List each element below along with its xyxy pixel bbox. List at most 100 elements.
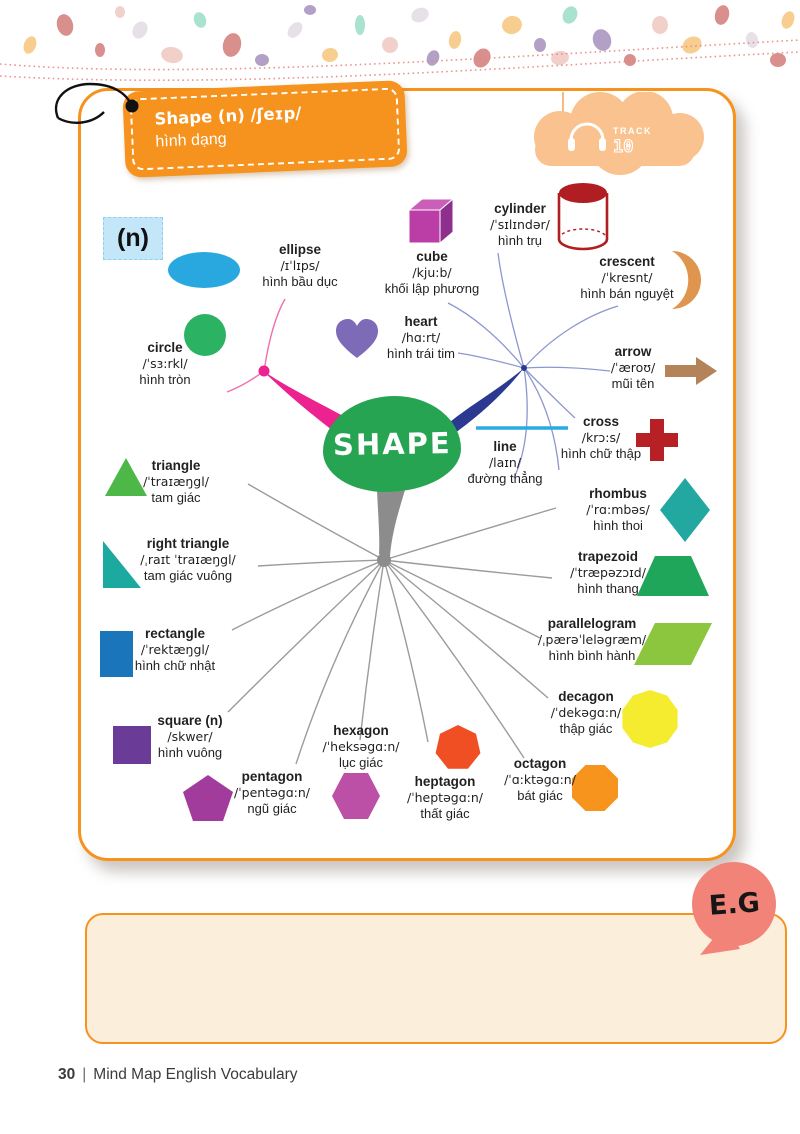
vietnamese: mũi tên	[611, 375, 655, 391]
node-decagon: decagon /ˈdekəgɑ:n/ thập giác	[524, 689, 648, 737]
vietnamese: hình bình hành	[548, 647, 636, 663]
vietnamese: tam giác	[151, 489, 201, 505]
cross-shape	[636, 419, 678, 461]
phonetic: /kju:b/	[412, 265, 452, 281]
node-triangle: triangle /ˈtraɪæŋgl/ tam giác	[114, 458, 238, 506]
pentagon-shape	[183, 775, 233, 821]
node-heptagon: heptagon /ˈheptəgɑ:n/ thất giác	[383, 774, 507, 822]
word: crescent	[599, 254, 655, 269]
phonetic: /ˈrɑ:mbəs/	[586, 502, 650, 518]
track-label: TRACK	[613, 126, 652, 136]
footer-separator: |	[82, 1066, 87, 1083]
crescent-shape	[672, 251, 702, 309]
tag-subtitle: hình dạng	[155, 130, 227, 151]
vietnamese: hình vuông	[157, 744, 223, 760]
vietnamese: tam giác vuông	[143, 567, 233, 583]
track-number: 10	[613, 137, 633, 157]
node-square: square (n) /skwer/ hình vuông	[128, 713, 252, 761]
vietnamese: hình bầu dục	[262, 273, 338, 289]
decagon-shape	[622, 690, 678, 748]
part-of-speech-label: (n)	[117, 224, 149, 252]
arrow-shape	[665, 357, 717, 385]
word: circle	[147, 340, 183, 355]
page-footer: 30|Mind Map English Vocabulary	[58, 1066, 297, 1084]
phonetic: /ˈæroʊ/	[610, 360, 656, 376]
eg-bubble: E.G	[692, 862, 776, 946]
node-crescent: crescent /ˈkresnt/ hình bán nguyệt	[565, 254, 689, 302]
phonetic: /ˈheksəgɑ:n/	[322, 739, 400, 755]
node-heart: heart /hɑ:rt/ hình trái tim	[364, 314, 478, 362]
hexagon-shape	[332, 773, 380, 819]
word: triangle	[151, 458, 201, 473]
rhombus-shape	[660, 478, 710, 542]
parallelogram-shape	[634, 623, 712, 665]
phonetic: /ˌpærəˈleləgræm/	[537, 632, 647, 648]
vietnamese: ngũ giác	[247, 800, 297, 816]
node-cross: cross /krɔ:s/ hình chữ thập	[543, 414, 659, 462]
examples-box	[85, 913, 787, 1044]
phonetic: /ˈɑ:ktəgɑ:n/	[504, 772, 576, 788]
vietnamese: hình trái tim	[387, 345, 455, 361]
headphones-icon	[568, 122, 606, 151]
vietnamese: đường thẳng	[467, 470, 543, 486]
cloud-shape	[534, 92, 704, 175]
node-hexagon: hexagon /ˈheksəgɑ:n/ lục giác	[299, 723, 423, 771]
vietnamese: hình tròn	[139, 371, 191, 387]
phonetic: /ˈrektæŋgl/	[140, 642, 210, 658]
vietnamese: thập giác	[559, 720, 613, 736]
wavy-dotted-lines	[0, 39, 800, 82]
word: line	[493, 439, 517, 454]
part-of-speech-box: (n)	[103, 217, 163, 260]
trapezoid-shape	[637, 556, 709, 596]
node-arrow: arrow /ˈæroʊ/ mũi tên	[577, 344, 689, 392]
word: decagon	[558, 689, 614, 704]
vietnamese: hình trụ	[497, 232, 543, 248]
triangle-shape	[105, 458, 147, 496]
node-cylinder: cylinder /ˈsɪlɪndər/ hình trụ	[463, 201, 577, 249]
heart-shape	[336, 319, 378, 358]
vietnamese: hình bán nguyệt	[580, 285, 674, 301]
node-cube: cube /kju:b/ khối lập phương	[362, 249, 502, 297]
center-node-label: SHAPE	[332, 425, 452, 463]
phonetic: /krɔ:s/	[581, 430, 621, 446]
node-octagon: octagon /ˈɑ:ktəgɑ:n/ bát giác	[478, 756, 602, 804]
vietnamese: thất giác	[420, 805, 470, 821]
cylinder-shape	[557, 183, 609, 251]
confetti-band	[0, 5, 800, 82]
word: parallelogram	[547, 616, 637, 631]
word: heart	[404, 314, 438, 329]
word: heptagon	[414, 774, 476, 789]
word: square (n)	[157, 713, 223, 728]
phonetic: /ˈtraɪæŋgl/	[143, 474, 209, 490]
rectangle-shape	[100, 631, 133, 677]
vietnamese: hình chữ thập	[560, 445, 642, 461]
cube-shape	[407, 197, 455, 245]
node-right-triangle: right triangle /ˌraɪt ˈtraɪæŋgl/ tam giá…	[122, 536, 254, 584]
node-rectangle: rectangle /ˈrektæŋgl/ hình chữ nhật	[113, 626, 237, 674]
vietnamese: hình thoi	[593, 517, 643, 533]
word: right triangle	[146, 536, 230, 551]
word: ellipse	[278, 242, 322, 257]
node-rhombus: rhombus /ˈrɑ:mbəs/ hình thoi	[556, 486, 680, 534]
phonetic: /ˈdekəgɑ:n/	[550, 705, 622, 721]
ellipse-shape	[168, 252, 240, 288]
title-tag: Shape (n) /ʃeɪp/ hình dạng	[122, 80, 408, 178]
node-ellipse: ellipse /ɪˈlɪps/ hình bầu dục	[240, 242, 360, 290]
phonetic: /ˈsɜ:rkl/	[142, 356, 188, 372]
word: arrow	[614, 344, 652, 359]
phonetic: /ˈsɪlɪndər/	[490, 217, 550, 233]
phonetic: /ɪˈlɪps/	[280, 258, 320, 274]
word: rhombus	[589, 486, 647, 501]
eg-bubble-label: E.G	[707, 886, 761, 922]
vietnamese: khối lập phương	[384, 280, 480, 296]
word: hexagon	[333, 723, 389, 738]
phonetic: /ˈpentəgɑ:n/	[233, 785, 310, 801]
node-circle: circle /ˈsɜ:rkl/ hình tròn	[108, 340, 222, 388]
word: pentagon	[241, 769, 303, 784]
right-triangle-shape	[103, 541, 141, 588]
audio-track-cloud: TRACK 10	[534, 92, 704, 175]
word: cross	[582, 414, 620, 429]
tag-cord	[55, 82, 139, 124]
word: cube	[416, 249, 448, 264]
